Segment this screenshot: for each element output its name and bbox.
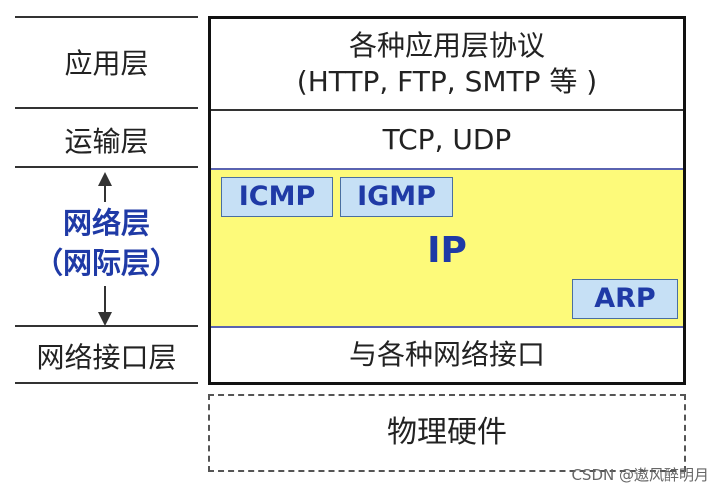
left-divider-bottom [15, 382, 198, 384]
application-protocols-title: 各种应用层协议 [348, 29, 545, 62]
arrow-down-icon [98, 312, 112, 326]
label-application-layer: 应用层 [64, 47, 149, 80]
label-link-layer: 网络接口层 [36, 341, 177, 374]
network-band: ICMP IGMP IP ARP [211, 170, 683, 328]
physical-hardware-box: 物理硬件 [208, 394, 686, 472]
left-divider-network-link [15, 325, 198, 327]
arrow-line-upper [104, 184, 106, 202]
application-band: 各种应用层协议 (HTTP, FTP, SMTP 等 ) [211, 19, 683, 111]
left-divider-transport-network [15, 166, 198, 168]
link-interfaces: 与各种网络接口 [348, 338, 545, 371]
watermark: CSDN @遨风醉明月 [571, 466, 709, 484]
arp-box: ARP [572, 279, 678, 319]
protocol-stack: 各种应用层协议 (HTTP, FTP, SMTP 等 ) TCP, UDP IC… [208, 16, 686, 385]
transport-protocols: TCP, UDP [382, 123, 512, 156]
icmp-box: ICMP [221, 177, 333, 217]
link-band: 与各种网络接口 [211, 328, 683, 382]
igmp-box: IGMP [340, 177, 453, 217]
arrow-line-lower [104, 286, 106, 314]
transport-band: TCP, UDP [211, 111, 683, 170]
left-divider-top [15, 16, 198, 18]
label-network-layer: 网络层 [62, 206, 150, 240]
ip-label: IP [427, 230, 467, 271]
arrow-up-icon [98, 172, 112, 186]
left-divider-app-transport [15, 107, 198, 109]
label-internet-layer: （网际层） [33, 246, 179, 280]
application-protocols-list: (HTTP, FTP, SMTP 等 ) [296, 65, 598, 98]
label-transport-layer: 运输层 [64, 125, 149, 158]
